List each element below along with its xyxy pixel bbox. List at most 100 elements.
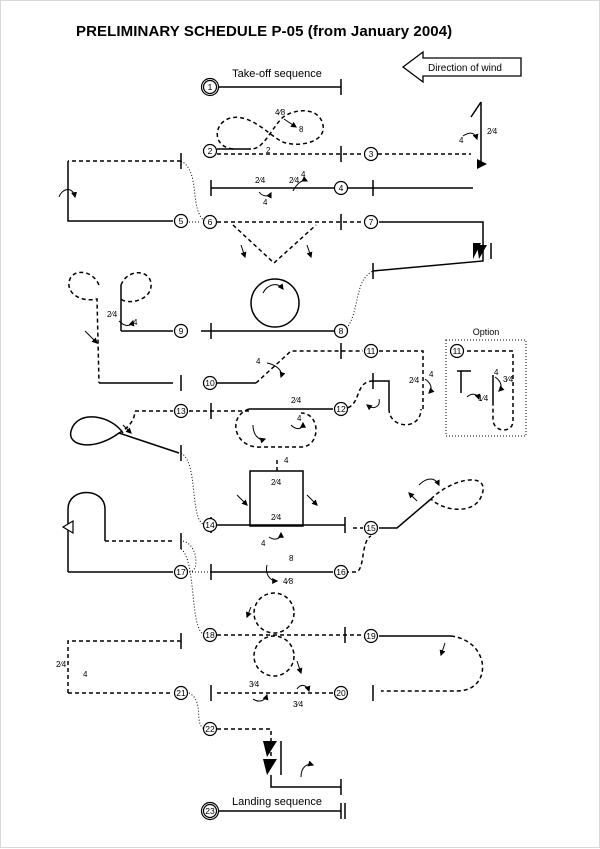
wind-direction-indicator: Direction of wind bbox=[401, 50, 522, 84]
roll-fraction: 2⁄4 bbox=[289, 176, 300, 185]
figure-node-9: 9 bbox=[173, 323, 189, 339]
figure-node-17: 17 bbox=[173, 564, 189, 580]
figure-8-loop bbox=[201, 270, 374, 339]
roll-count: 4 bbox=[297, 414, 302, 423]
figure-13-cuban-eight: 4 bbox=[70, 403, 317, 461]
roll-fraction: 3⁄4 bbox=[249, 680, 260, 689]
figure-node-3: 3 bbox=[363, 146, 379, 162]
figure-node-label: 5 bbox=[179, 216, 184, 226]
figure-node-label: 9 bbox=[179, 326, 184, 336]
figure-node-8: 8 bbox=[333, 323, 349, 339]
figure-node-label: 19 bbox=[366, 631, 376, 641]
figure-node-label: 22 bbox=[205, 724, 215, 734]
figure-3-vertical: 2⁄4 4 bbox=[459, 101, 498, 169]
figure-node-21: 21 bbox=[173, 685, 189, 701]
figure-node-label: 18 bbox=[205, 630, 215, 640]
figure-12-reversal: 2⁄4 bbox=[249, 373, 422, 426]
figure-node-10: 10 bbox=[202, 375, 218, 391]
figure-22-spin bbox=[188, 692, 342, 795]
figure-18-double-loop bbox=[180, 548, 363, 677]
roll-count: 4 bbox=[83, 670, 88, 679]
figure-node-label: 13 bbox=[176, 406, 186, 416]
roll-fraction: 4⁄8 bbox=[283, 577, 294, 586]
figure-node-20: 20 bbox=[333, 685, 349, 701]
landing-label: Landing sequence bbox=[232, 796, 322, 808]
roll-fraction: 2⁄4 bbox=[271, 478, 282, 487]
figure-15-reverse-loop bbox=[353, 478, 484, 529]
figure-19-half-loop bbox=[379, 635, 484, 692]
figure-node-4: 4 bbox=[333, 180, 349, 196]
roll-count: 4 bbox=[301, 170, 306, 179]
roll-count: 4 bbox=[284, 456, 289, 465]
figure-node-12: 12 bbox=[333, 401, 349, 417]
takeoff-sequence: Take-off sequence bbox=[215, 68, 342, 95]
roll-fraction: 1⁄4 bbox=[478, 394, 489, 403]
figure-node-label: 11 bbox=[367, 346, 376, 356]
roll-fraction: 2⁄4 bbox=[255, 176, 266, 185]
figure-7-spin bbox=[372, 221, 492, 279]
figure-10-climb: 4 bbox=[99, 343, 363, 391]
figure-node-13: 13 bbox=[173, 403, 189, 419]
figure-node-6: 6 bbox=[202, 214, 218, 230]
option-label: Option bbox=[473, 327, 500, 337]
roll-fraction: 2⁄4 bbox=[409, 376, 420, 385]
figure-node-14: 14 bbox=[202, 517, 218, 533]
option-box: Option 1⁄4 3⁄4 4 bbox=[445, 327, 527, 437]
figure-node-label: 15 bbox=[366, 523, 376, 533]
roll-fraction: 2⁄4 bbox=[291, 396, 302, 405]
figure-node-label: 8 bbox=[339, 326, 344, 336]
figure-node-18: 18 bbox=[202, 627, 218, 643]
roll-fraction: 2⁄4 bbox=[56, 660, 67, 669]
figure-node-23: 23 bbox=[200, 801, 220, 821]
figure-node-label: 1 bbox=[208, 82, 213, 92]
roll-count: 8 bbox=[289, 554, 294, 563]
figure-6-triangle bbox=[232, 224, 317, 265]
figure-node-label: 17 bbox=[176, 567, 186, 577]
figure-node-5: 5 bbox=[173, 213, 189, 229]
figure-node-label: 12 bbox=[336, 404, 346, 414]
figure-20-rolls: 3⁄4 3⁄4 bbox=[210, 680, 374, 709]
roll-count: 4 bbox=[494, 368, 499, 377]
figure-node-19: 19 bbox=[363, 628, 379, 644]
figure-node-label: 4 bbox=[339, 183, 344, 193]
figure-2-horizontal-eight: 4⁄8 8 2 bbox=[216, 108, 324, 155]
figure-node-label: 14 bbox=[205, 520, 215, 530]
roll-count: 4 bbox=[261, 539, 266, 548]
figure-node-11: 11 bbox=[363, 343, 379, 359]
figure-11-vertical: 2⁄4 4 bbox=[379, 350, 435, 411]
figure-node-label: 20 bbox=[336, 688, 346, 698]
figure-16-rolling: 8 4⁄8 bbox=[189, 535, 372, 586]
roll-count: 4 bbox=[133, 318, 138, 327]
figure-node-22: 22 bbox=[202, 721, 218, 737]
figure-node-1: 1 bbox=[200, 77, 220, 97]
roll-count: 2 bbox=[266, 146, 271, 155]
roll-fraction: 2⁄4 bbox=[271, 513, 282, 522]
takeoff-label: Take-off sequence bbox=[232, 68, 322, 80]
roll-count: 4 bbox=[256, 357, 261, 366]
figure-node-label: 6 bbox=[208, 217, 213, 227]
figure-node-15: 15 bbox=[363, 520, 379, 536]
figure-node-2: 2 bbox=[202, 143, 218, 159]
landing-sequence: Landing sequence bbox=[217, 796, 346, 819]
figure-node-label: 10 bbox=[205, 378, 215, 388]
roll-count: 4 bbox=[429, 370, 434, 379]
roll-fraction: 3⁄4 bbox=[503, 375, 514, 384]
roll-fraction: 4⁄8 bbox=[275, 108, 286, 117]
schedule-title: PRELIMINARY SCHEDULE P-05 (from January … bbox=[76, 23, 453, 40]
roll-count: 4 bbox=[459, 136, 464, 145]
roll-fraction: 2⁄4 bbox=[487, 127, 498, 136]
figure-node-label: 11 bbox=[453, 346, 462, 356]
roll-count: 8 bbox=[299, 125, 304, 134]
figure-5-square-loop bbox=[58, 153, 206, 222]
figure-14-square: 2⁄4 4 2⁄4 4 bbox=[180, 452, 346, 548]
figure-21-shark-tooth: 2⁄4 4 bbox=[56, 633, 182, 694]
roll-fraction: 3⁄4 bbox=[293, 700, 304, 709]
roll-fraction: 2⁄4 bbox=[107, 310, 118, 319]
figure-node-label: 2 bbox=[208, 146, 213, 156]
figure-node-label: 16 bbox=[336, 567, 346, 577]
figure-node-label: 23 bbox=[205, 806, 215, 816]
figure-node-label: 3 bbox=[369, 149, 374, 159]
